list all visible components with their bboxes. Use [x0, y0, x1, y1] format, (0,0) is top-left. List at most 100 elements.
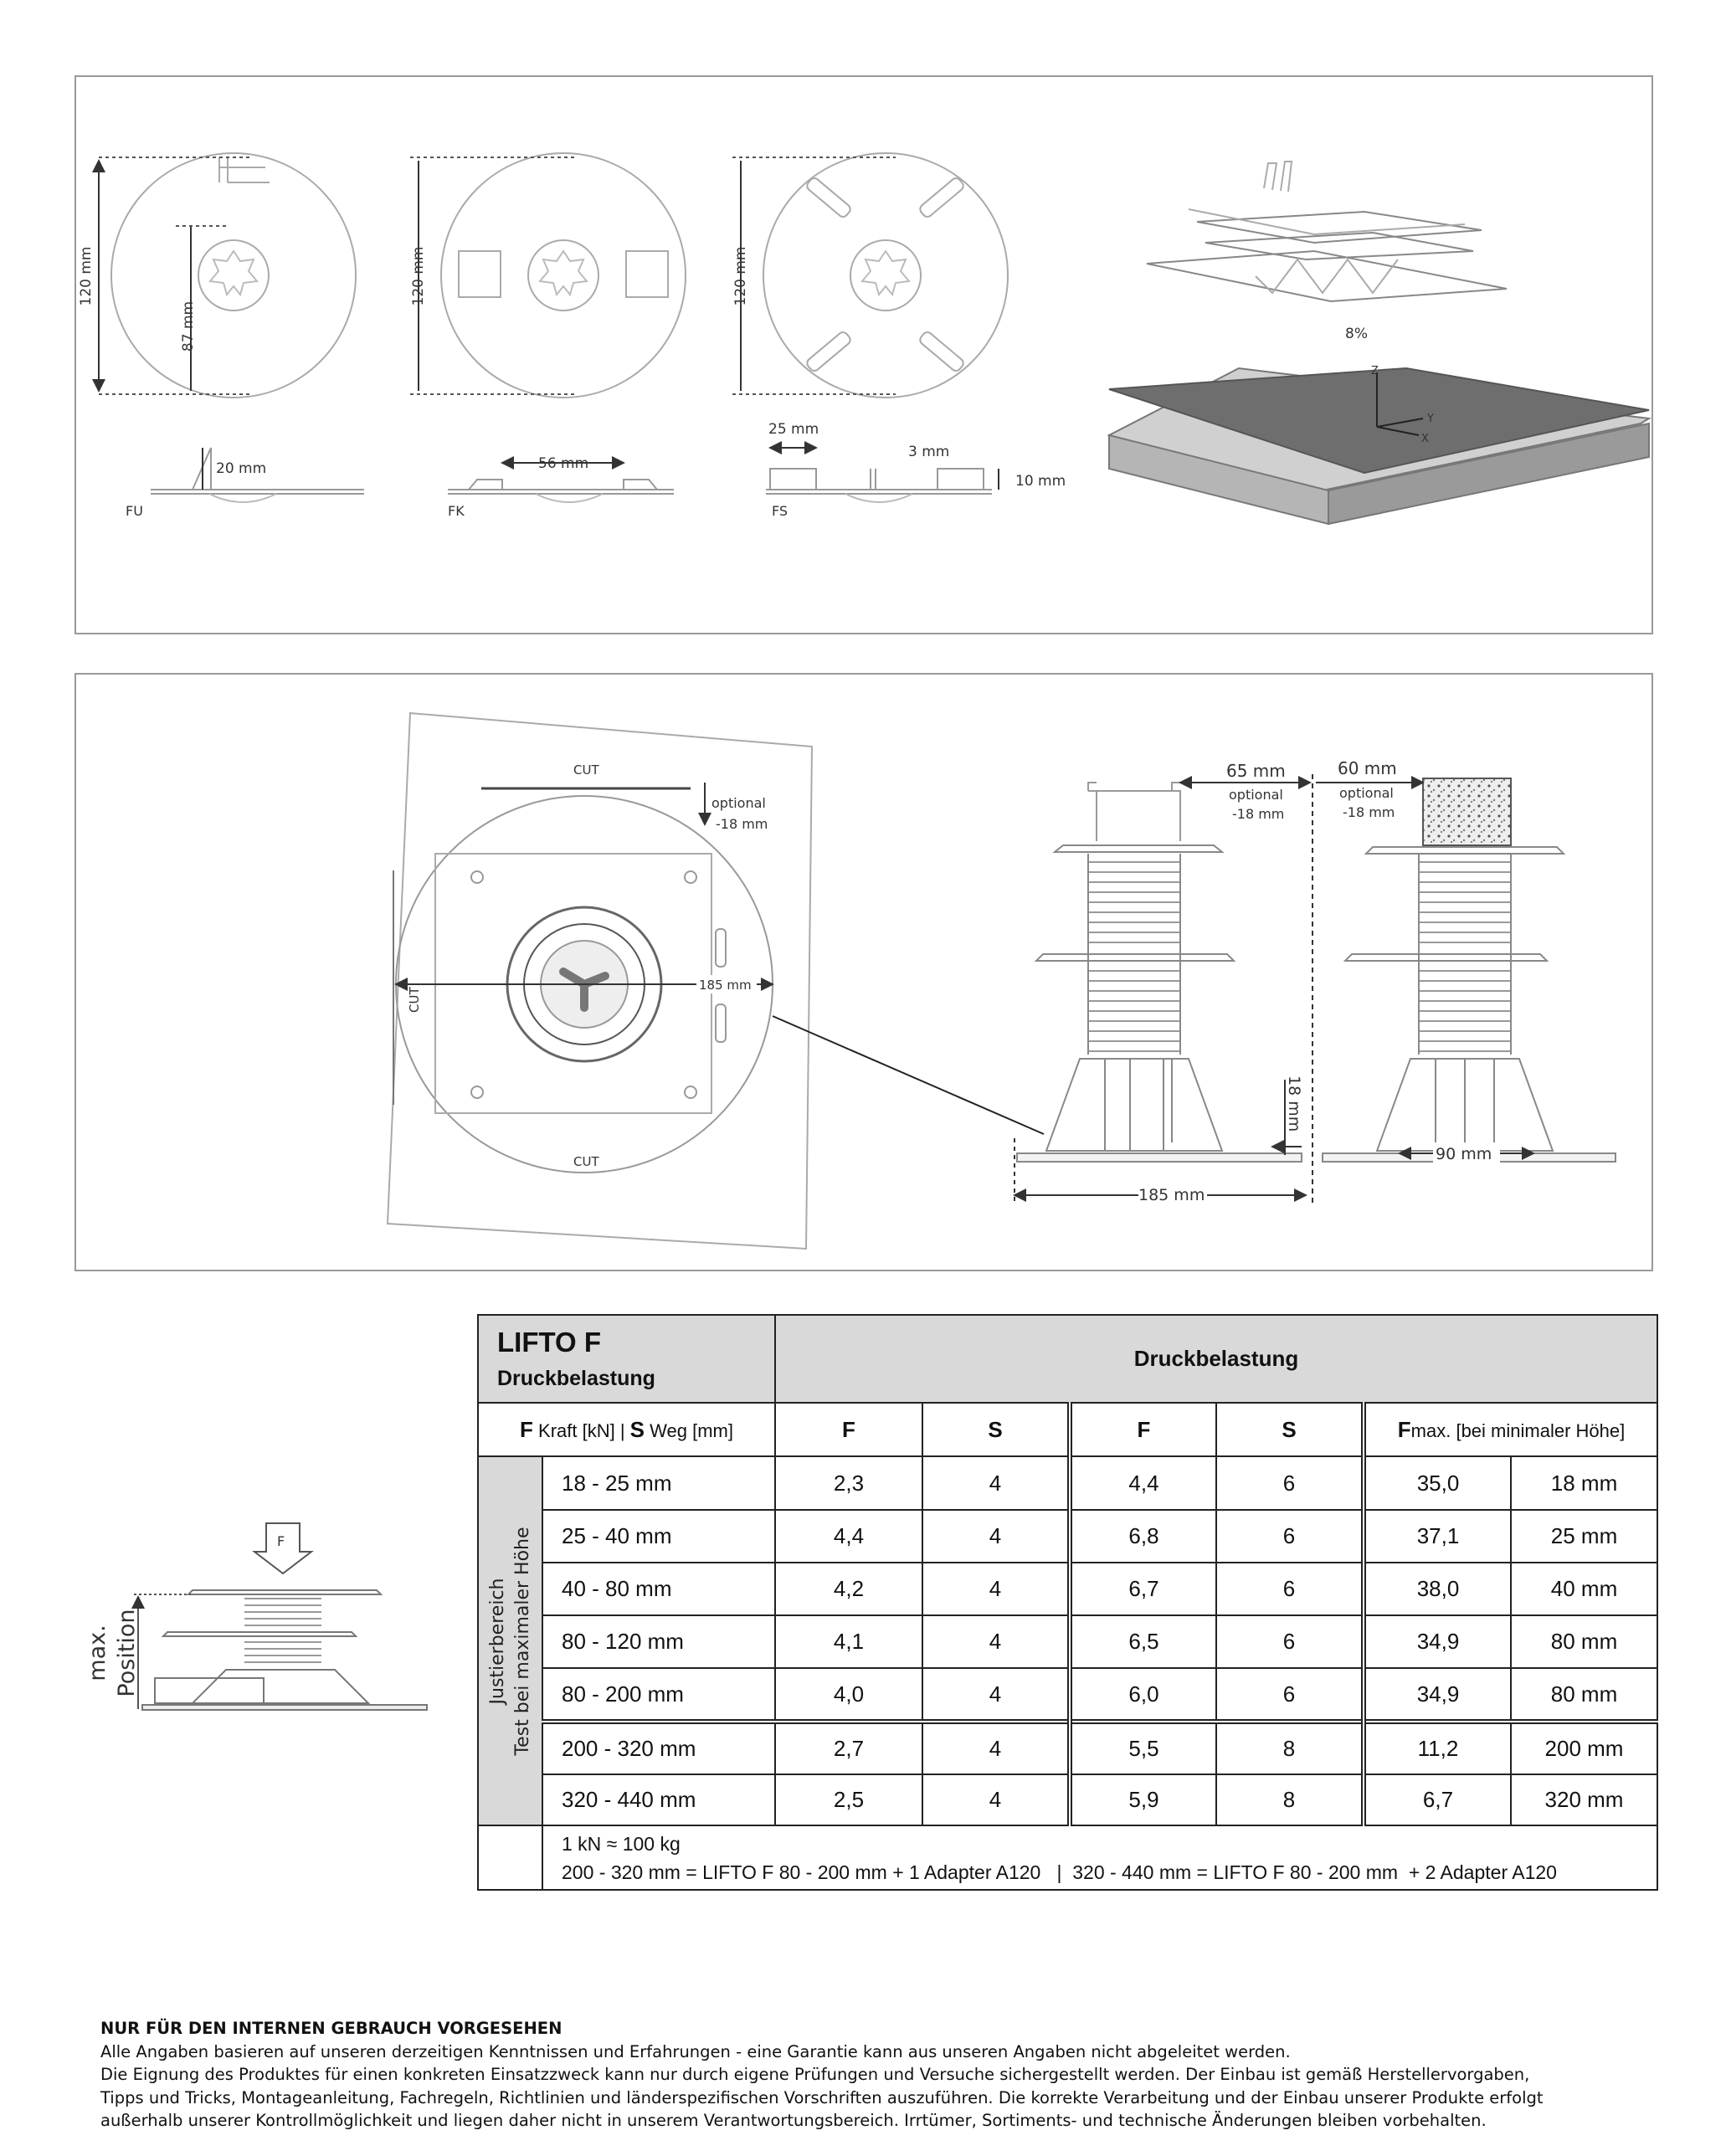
fmax-text: max. [bei minimaler Höhe]: [1410, 1419, 1626, 1441]
fu-inner-label: 87 mm: [180, 301, 197, 352]
s1-cell: 4: [922, 1774, 1071, 1826]
fs-diameter-label: 120 mm: [732, 247, 749, 306]
table-title: LIFTO F: [497, 1327, 602, 1358]
fu-side-view: [151, 447, 364, 503]
fs-side-view: [766, 441, 999, 503]
col-header-f2: F: [1067, 1402, 1217, 1457]
fu-height-label: 20 mm: [216, 460, 266, 477]
range-cell: 40 - 80 mm: [542, 1562, 776, 1616]
footer-line: Alle Angaben basieren auf unseren derzei…: [100, 2041, 1291, 2061]
position-label: Position: [114, 1609, 140, 1697]
fk-side-view: [448, 456, 674, 503]
fk-diameter-label: 120 mm: [410, 247, 427, 306]
s2-cell: 8: [1215, 1774, 1364, 1826]
f1-cell: 4,4: [774, 1509, 923, 1563]
fs-gap-label: 3 mm: [908, 444, 949, 460]
load-table: LIFTO F Druckbelastung Druckbelastung F K…: [477, 1314, 1658, 1891]
cut-bottom-label: CUT: [573, 1154, 599, 1169]
col-header-f1: F: [774, 1402, 923, 1457]
s2-cell: 6: [1215, 1667, 1364, 1722]
fmax-height-cell: 18 mm: [1510, 1455, 1658, 1511]
s2-cell: 6: [1215, 1562, 1364, 1616]
tile-slab-drawing: [1107, 367, 1652, 526]
f1-cell: 4,2: [774, 1562, 923, 1616]
fk-label: FK: [448, 503, 465, 519]
fmax-height-cell: 200 mm: [1510, 1719, 1658, 1775]
left-width-label: 65 mm: [1226, 761, 1286, 781]
force-label: F: [277, 1533, 285, 1549]
fk-width-label: 56 mm: [538, 455, 588, 472]
axis-y-label: Y: [1426, 413, 1434, 425]
s1-cell: 4: [922, 1667, 1071, 1722]
s1-cell: 4: [922, 1614, 1071, 1669]
fk-head-drawing: [410, 152, 686, 398]
footer-line: Tipps und Tricks, Montageanleitung, Fach…: [100, 2087, 1544, 2107]
side-label-2: Test bei maximaler Höhe: [511, 1526, 533, 1756]
fu-diameter-label: 120 mm: [78, 247, 95, 306]
f2-cell: 5,5: [1067, 1719, 1217, 1775]
fs-width-label: 25 mm: [768, 421, 819, 438]
pedestal-side-view-right: [1322, 778, 1616, 1163]
range-cell: 25 - 40 mm: [542, 1509, 776, 1563]
legend-f-text: Kraft [kN] |: [532, 1419, 630, 1441]
fu-head-drawing: [92, 152, 357, 398]
f1-cell: 2,5: [774, 1774, 923, 1826]
f2-cell: 6,8: [1067, 1509, 1217, 1563]
optional-value: -18 mm: [716, 816, 768, 832]
fs-height-label: 10 mm: [1015, 473, 1066, 490]
fmax-cell: 6,7: [1361, 1774, 1512, 1826]
fmax-cell: 34,9: [1361, 1667, 1512, 1722]
fmax-height-cell: 320 mm: [1510, 1774, 1658, 1826]
table-subtitle: Druckbelastung: [497, 1367, 655, 1390]
s2-cell: 6: [1215, 1614, 1364, 1669]
legend-cell: F Kraft [kN] | S Weg [mm]: [477, 1402, 776, 1457]
max-label: max.: [85, 1625, 110, 1681]
optional-label: optional: [711, 795, 766, 811]
f1-cell: 4,1: [774, 1614, 923, 1669]
col-header-fmax: Fmax. [bei minimaler Höhe]: [1361, 1402, 1658, 1457]
legend-s: S: [629, 1416, 645, 1442]
s2-cell: 6: [1215, 1509, 1364, 1563]
fs-label: FS: [772, 503, 788, 519]
fmax-cell: 34,9: [1361, 1614, 1512, 1669]
disclaimer-footer: NUR FÜR DEN INTERNEN GEBRAUCH VORGESEHEN…: [100, 2017, 1674, 2133]
s1-cell: 4: [922, 1562, 1071, 1616]
f2-cell: 6,0: [1067, 1667, 1217, 1722]
footer-line: außerhalb unserer Kontrollmöglichkeit un…: [100, 2111, 1487, 2130]
range-cell: 80 - 200 mm: [542, 1667, 776, 1722]
s2-cell: 8: [1215, 1719, 1364, 1775]
f2-cell: 5,9: [1067, 1774, 1217, 1826]
fmax-cell: 37,1: [1361, 1509, 1512, 1563]
s1-cell: 4: [922, 1509, 1071, 1563]
fmax-height-cell: 80 mm: [1510, 1667, 1658, 1722]
f2-cell: 4,4: [1067, 1455, 1217, 1511]
legend-f: F: [520, 1416, 533, 1442]
group-header: Druckbelastung: [774, 1314, 1658, 1404]
f1-cell: 4,0: [774, 1667, 923, 1722]
slope-label: 8%: [1345, 326, 1368, 342]
side-label-1: Justierbereich: [486, 1578, 508, 1704]
s1-cell: 4: [922, 1455, 1071, 1511]
fmax-height-cell: 25 mm: [1510, 1509, 1658, 1563]
fu-label: FU: [126, 503, 143, 519]
base-width-label: 185 mm: [1138, 1186, 1205, 1204]
foot-width-label: 90 mm: [1436, 1145, 1492, 1163]
fmax-cell: 11,2: [1361, 1719, 1512, 1775]
pedestal-side-view-left: [1016, 782, 1302, 1163]
min-height-label: 18 mm: [1285, 1075, 1303, 1132]
plate-diameter-label: 185 mm: [699, 978, 752, 993]
legend-s-text: Weg [mm]: [645, 1419, 733, 1441]
f2-cell: 6,5: [1067, 1614, 1217, 1669]
range-cell: 200 - 320 mm: [542, 1719, 776, 1775]
range-cell: 18 - 25 mm: [542, 1455, 776, 1511]
right-optional-value: -18 mm: [1343, 804, 1395, 820]
fmax-height-cell: 40 mm: [1510, 1562, 1658, 1616]
right-optional-label: optional: [1339, 785, 1394, 801]
